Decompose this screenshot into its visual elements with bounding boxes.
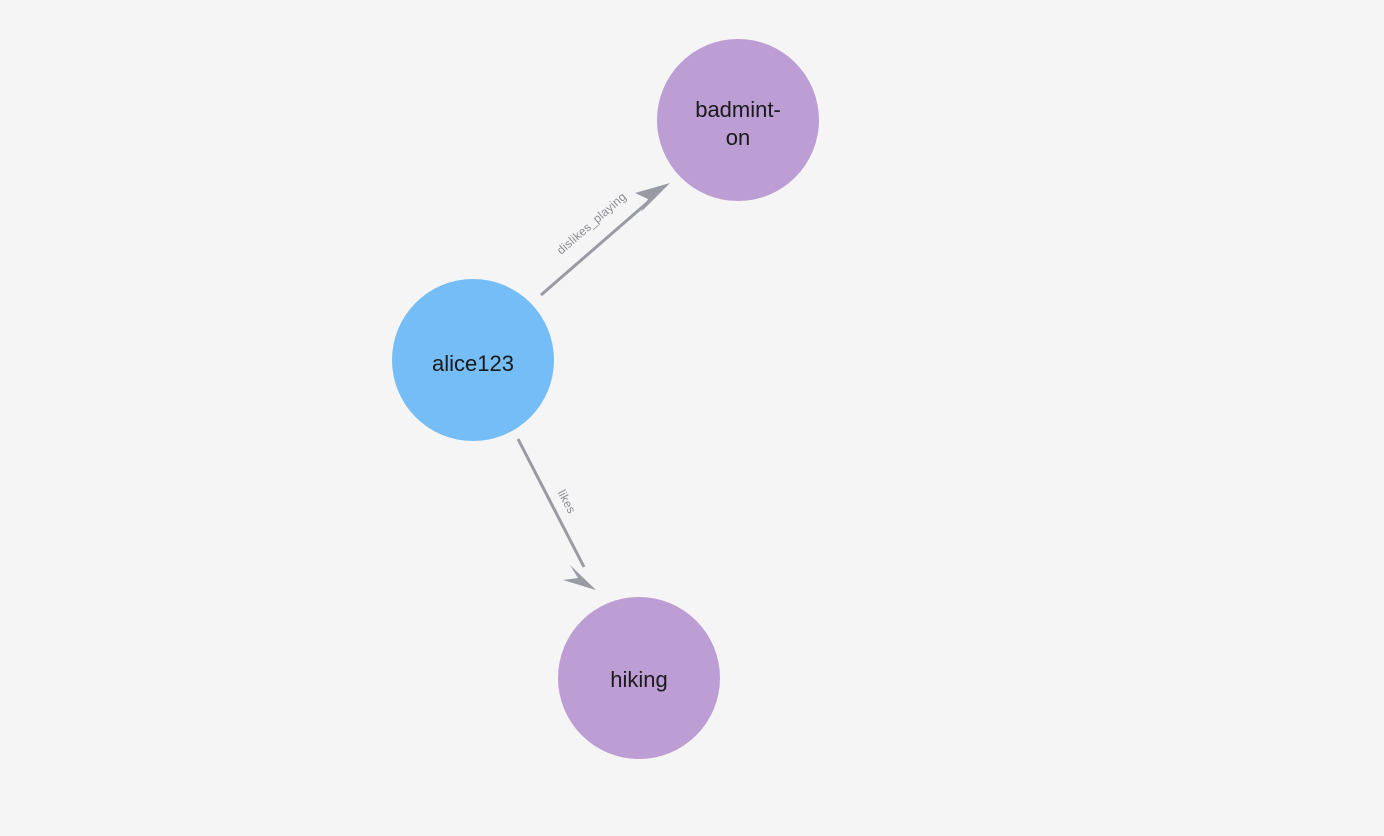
node-circle-alice123[interactable] — [392, 279, 554, 441]
nodes-layer: badmint- on alice123 hiking — [392, 39, 819, 759]
edge-label-dislikes-playing: dislikes_playing — [554, 189, 629, 257]
edge-line — [516, 438, 586, 568]
arrowhead-icon — [563, 565, 596, 590]
edge-label-likes: likes — [555, 487, 579, 516]
arrowhead-icon — [635, 183, 670, 212]
node-circle-badminton[interactable] — [657, 39, 819, 201]
node-circle-hiking[interactable] — [558, 597, 720, 759]
node-badminton[interactable]: badmint- on — [657, 39, 819, 201]
edge-likes[interactable]: likes — [516, 438, 596, 590]
node-alice123[interactable]: alice123 — [392, 279, 554, 441]
edge-dislikes-playing[interactable]: dislikes_playing — [540, 183, 670, 297]
edge-line — [540, 194, 656, 297]
node-hiking[interactable]: hiking — [558, 597, 720, 759]
